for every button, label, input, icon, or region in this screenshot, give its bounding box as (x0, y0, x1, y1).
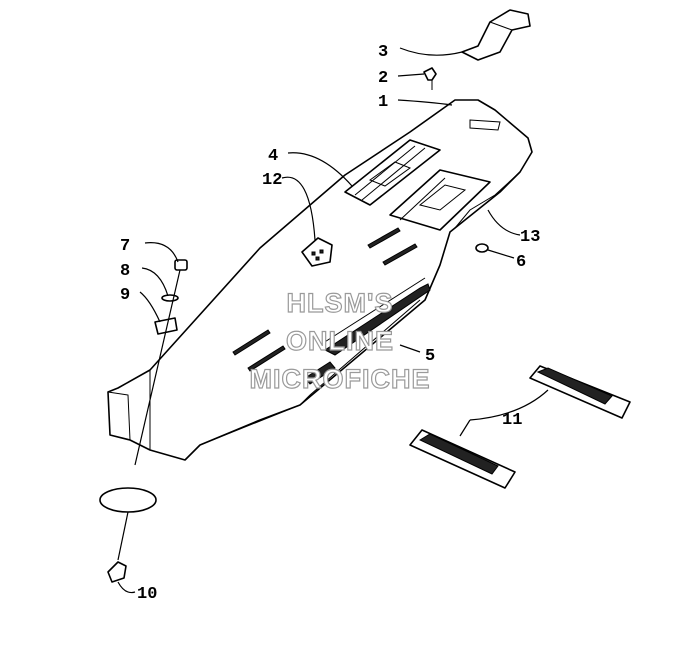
callout-4: 4 (268, 147, 278, 166)
callout-7: 7 (120, 237, 130, 256)
traction-strip-lower (409, 429, 516, 489)
watermark-line3: MICROFICHE (250, 364, 431, 394)
watermark-line1: HLSM'S (287, 288, 394, 318)
nut-part (174, 259, 188, 271)
leader-lines (117, 47, 549, 594)
washer-part (475, 243, 489, 253)
callout-3: 3 (378, 43, 388, 62)
traction-strip-upper (529, 365, 631, 419)
watermark: HLSM'S ONLINE MICROFICHE (249, 287, 431, 394)
callout-labels: 3 2 1 4 12 7 8 9 13 6 5 11 10 (120, 43, 540, 604)
callout-8: 8 (120, 262, 130, 281)
lock-washer-part (161, 294, 179, 302)
rivet-part (423, 67, 437, 81)
callout-2: 2 (378, 69, 388, 88)
plate-holes-icon (311, 249, 324, 261)
watermark-line2: ONLINE (286, 326, 394, 356)
callout-13: 13 (520, 228, 540, 247)
callout-9: 9 (120, 286, 130, 305)
callout-5: 5 (425, 347, 435, 366)
bolt-part (107, 561, 127, 583)
bracket-part (461, 9, 531, 61)
callout-6: 6 (516, 253, 526, 272)
callout-10: 10 (137, 585, 157, 604)
callout-11: 11 (502, 411, 522, 430)
callout-1: 1 (378, 93, 388, 112)
plate-part (301, 237, 333, 267)
pad-part (99, 487, 157, 513)
skid-plate-part (107, 99, 533, 461)
callout-12: 12 (262, 171, 282, 190)
